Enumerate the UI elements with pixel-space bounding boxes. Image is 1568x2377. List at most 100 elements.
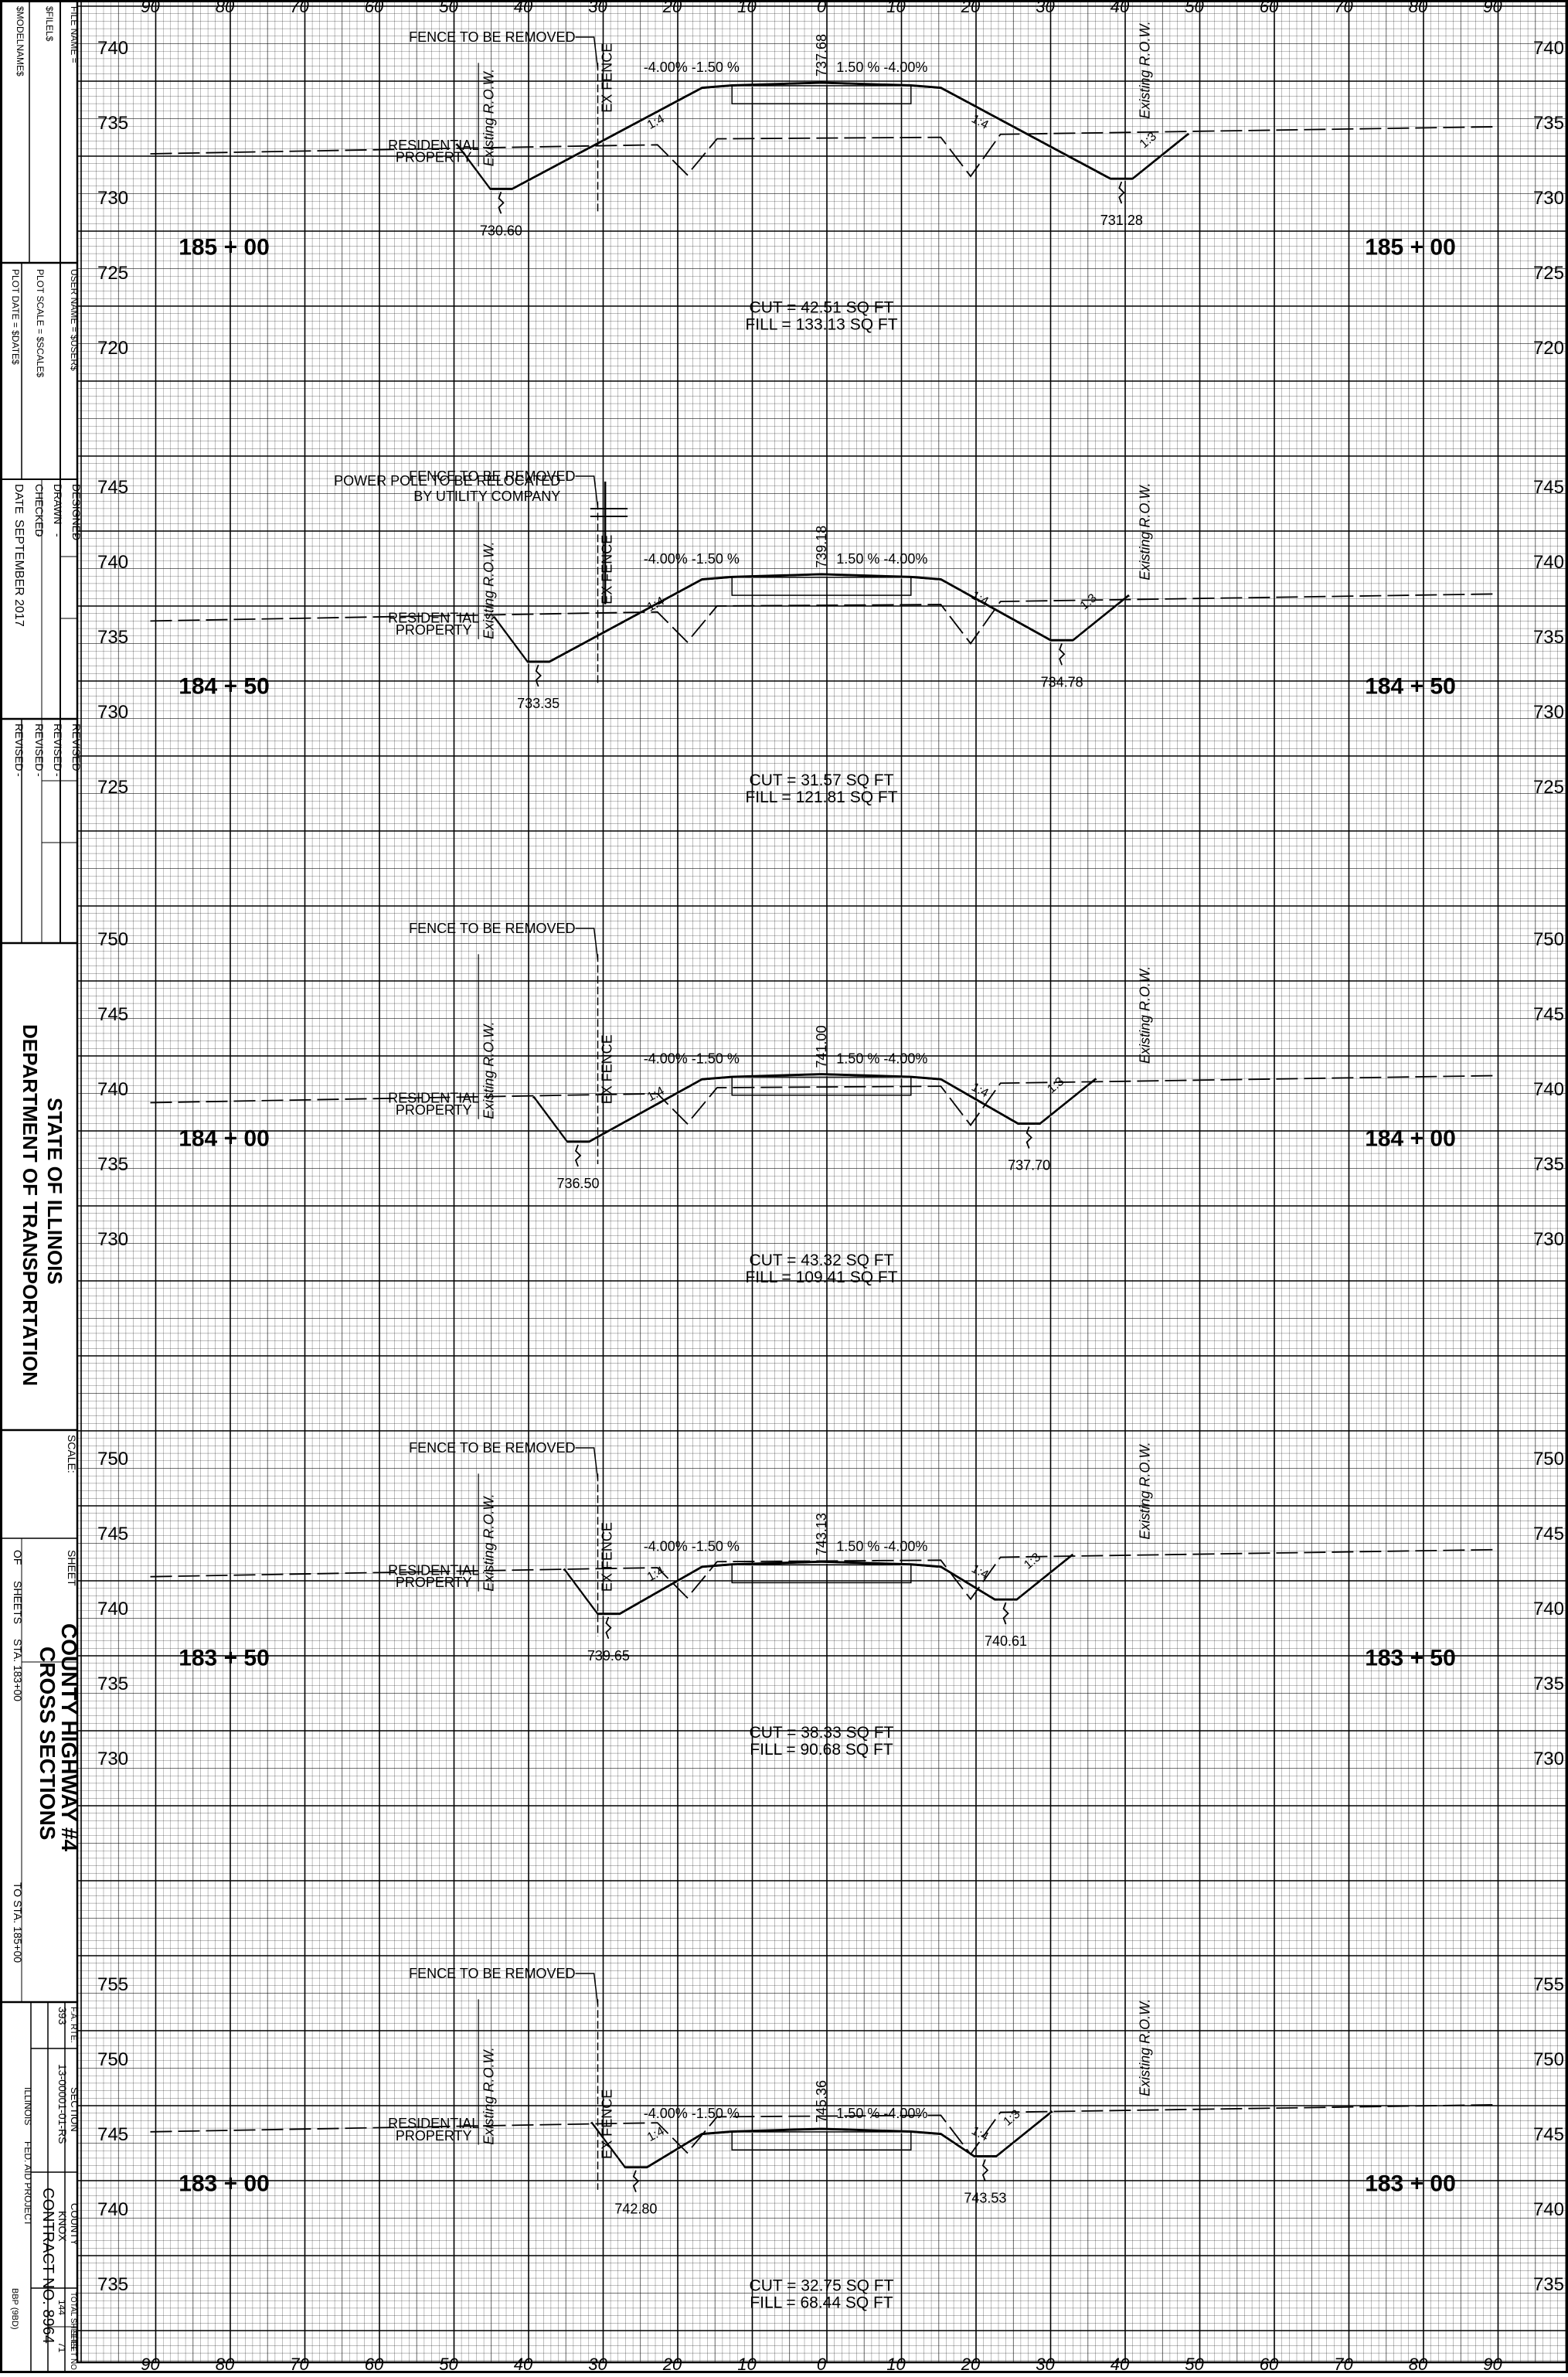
- cut-area: CUT = 38.33 SQ FT: [750, 1724, 894, 1742]
- tb-fed-aid: FED. AID PROJECT: [22, 2141, 33, 2226]
- power-pole-label-1: POWER POLE TO BE RELOCATED: [334, 473, 560, 489]
- station-label-left: 183 + 50: [179, 1646, 270, 1671]
- tb-county-value: KNOX: [56, 2211, 69, 2242]
- tb-user-name: USER NAME = $USER$: [69, 269, 80, 371]
- tb-scale: SCALE:: [66, 1435, 78, 1473]
- elevation-label-left: 730: [97, 1749, 128, 1769]
- elevation-label-right: 735: [1533, 1154, 1564, 1175]
- elevation-label-right: 730: [1533, 188, 1564, 209]
- existing-row-right: Existing R.O.W.: [1138, 966, 1153, 1064]
- grid: [77, 0, 1566, 2362]
- elevation-label-left: 750: [97, 1449, 128, 1469]
- offset-label: 90: [1483, 2355, 1502, 2373]
- ditch-leader: [632, 2170, 640, 2192]
- elevation-label-right: 745: [1533, 2124, 1564, 2145]
- residential-label: RESIDENTIAL: [388, 1562, 479, 1578]
- offset-label: 80: [216, 0, 235, 16]
- fill-area: FILL = 90.68 SQ FT: [750, 1741, 893, 1759]
- proposed-template: [492, 573, 1130, 663]
- elevation-label-left: 740: [97, 38, 128, 59]
- tb-date-value: SEPTEMBER 2017: [12, 519, 26, 627]
- ditch-leader: [498, 192, 505, 214]
- proposed-template-inner: [563, 1555, 1073, 1616]
- proposed-template: [455, 81, 1190, 190]
- tb-fa-rte-value: 393: [56, 2007, 69, 2025]
- offset-label: 80: [1409, 2355, 1428, 2373]
- fence-removed-label: FENCE TO BE REMOVED: [409, 921, 575, 936]
- offset-label: 90: [141, 2355, 160, 2373]
- residential-label: RESIDENTIAL: [388, 2116, 479, 2131]
- elevation-label-left: 740: [97, 2199, 128, 2220]
- property-label: PROPERTY: [396, 1102, 472, 1118]
- tb-drawn: DRAWN: [52, 484, 64, 524]
- elevation-label-right: 730: [1533, 1229, 1564, 1250]
- slope-left: -4.00% -1.50 %: [644, 2106, 740, 2121]
- centerline-elevation: 741.00: [814, 1026, 829, 1068]
- ditch-right-elevation: 734.78: [1041, 674, 1083, 690]
- offset-label: 80: [1409, 0, 1428, 16]
- ex-fence-label: EX FENCE: [600, 1034, 615, 1104]
- centerline-elevation: 739.18: [814, 526, 829, 568]
- elevation-label-right: 735: [1533, 1674, 1564, 1694]
- residential-label: RESIDENTIAL: [388, 138, 479, 153]
- tb-section-value: 13-00001-01-RS: [56, 2064, 69, 2144]
- cut-area: CUT = 32.75 SQ FT: [750, 2277, 894, 2295]
- tb-sheets: SHEETS: [12, 1581, 24, 1624]
- offset-label: 70: [290, 2355, 309, 2373]
- centerline-elevation: 737.68: [814, 34, 829, 77]
- fence-leader: [575, 1447, 599, 1480]
- offset-label: 50: [1185, 0, 1204, 16]
- offset-label: 60: [365, 2355, 384, 2373]
- fence-leader: [575, 1973, 599, 2006]
- slope-left: -4.00% -1.50 %: [644, 551, 740, 567]
- elevation-label-left: 740: [97, 1079, 128, 1100]
- tb-dash: -: [52, 773, 64, 777]
- fence-removed-label: FENCE TO BE REMOVED: [409, 468, 575, 484]
- slope-left: -4.00% -1.50 %: [644, 1051, 740, 1067]
- offset-label: 60: [1260, 2355, 1279, 2373]
- power-pole-label-2: BY UTILITY COMPANY: [413, 489, 560, 504]
- ditch-left-elevation: 739.65: [587, 1648, 630, 1664]
- existing-row-right: Existing R.O.W.: [1138, 482, 1153, 580]
- tb-project-title-2: CROSS SECTIONS: [36, 1647, 60, 1840]
- slope-right: 1.50 % -4.00%: [836, 551, 927, 567]
- elevation-label-left: 750: [97, 929, 128, 950]
- centerline-elevation: 745.36: [814, 2080, 829, 2123]
- tb-dash: -: [70, 533, 83, 537]
- ditch-right-elevation: 731.28: [1100, 213, 1143, 228]
- ditch-left-elevation: 742.80: [614, 2202, 657, 2217]
- offset-label: 70: [1334, 2355, 1353, 2373]
- pavement-box: [731, 577, 912, 596]
- fill-area: FILL = 109.41 SQ FT: [745, 1269, 897, 1286]
- tb-designed: DESIGNED: [70, 484, 83, 540]
- ex-fence-label: EX FENCE: [600, 535, 615, 604]
- offset-label: 40: [514, 0, 533, 16]
- slope-right: 1.50 % -4.00%: [836, 1051, 927, 1067]
- title-block-texts: FILE NAME = $FILEL$ $MODELNAME$ USER NAM…: [10, 6, 83, 2372]
- proposed-template: [563, 1553, 1074, 1616]
- offset-label: 0: [817, 2355, 827, 2373]
- tb-total-sheets-label: TOTAL SHEETS: [69, 2292, 77, 2349]
- elevation-label-right: 735: [1533, 627, 1564, 648]
- elevation-label-left: 730: [97, 188, 128, 209]
- proposed-template-inner: [590, 2112, 1053, 2170]
- ex-fence-label: EX FENCE: [600, 1522, 615, 1592]
- tb-sheet-no-value: 71: [56, 2342, 67, 2353]
- tb-date-label: DATE: [12, 484, 26, 514]
- tb-revised: REVISED: [52, 724, 64, 771]
- ditch-leader: [1002, 1602, 1009, 1625]
- tb-dash: -: [52, 533, 64, 537]
- elevation-label-right: 735: [1533, 2274, 1564, 2295]
- ditch-right-elevation: 737.70: [1008, 1158, 1050, 1173]
- offset-label: 30: [588, 0, 607, 16]
- ditch-leader: [574, 1144, 582, 1167]
- offset-label: 30: [1036, 2355, 1055, 2373]
- offset-label: 10: [737, 2355, 757, 2373]
- elevation-label-right: 725: [1533, 777, 1564, 798]
- slope-left: -4.00% -1.50 %: [644, 60, 740, 75]
- station-label-right: 185 + 00: [1365, 235, 1456, 261]
- elevation-label-right: 750: [1533, 929, 1564, 950]
- elevation-label-right: 755: [1533, 1974, 1564, 1995]
